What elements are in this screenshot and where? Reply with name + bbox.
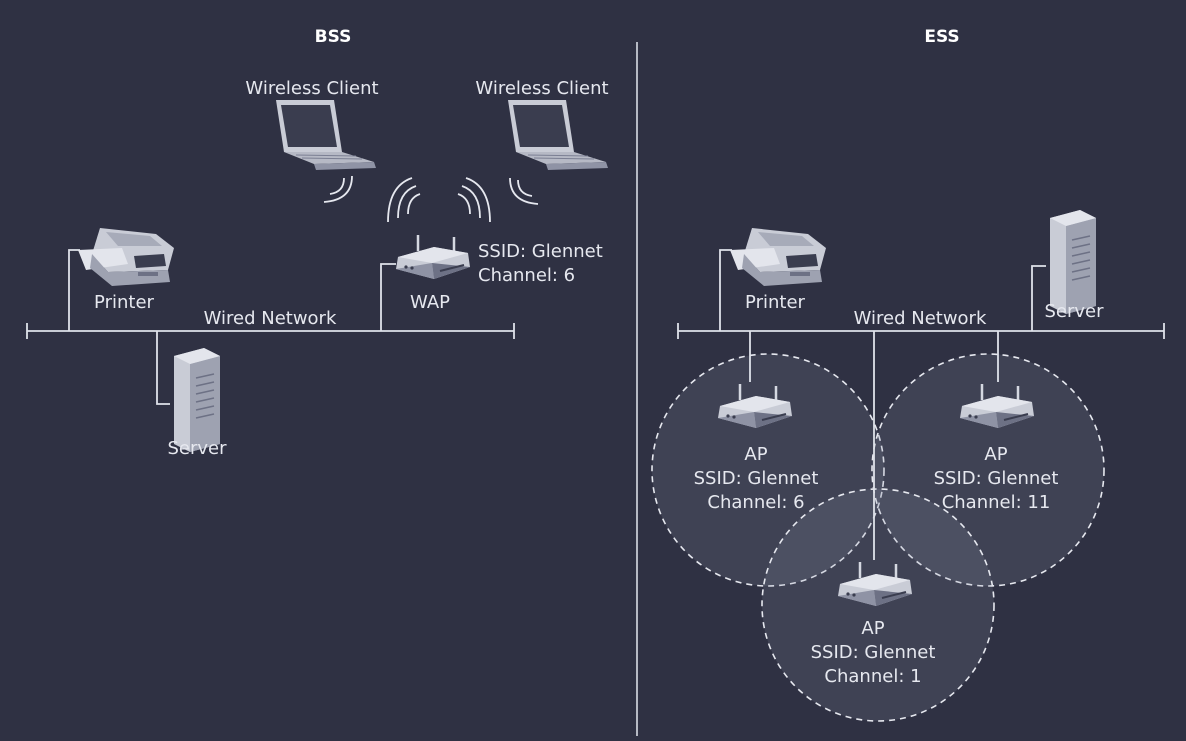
ess-printer-label: Printer <box>745 292 805 313</box>
ess-wired-network <box>677 249 1165 560</box>
ess-title: ESS <box>924 27 959 47</box>
bss-server-label: Server <box>167 438 227 459</box>
printer-icon <box>730 228 826 286</box>
bss-wap-channel: Channel: 6 <box>478 265 575 286</box>
bss-client-right-label: Wireless Client <box>475 78 608 99</box>
bss-printer-label: Printer <box>94 292 154 313</box>
access-point-icon <box>394 233 472 281</box>
bss-wired-network-label: Wired Network <box>204 308 337 329</box>
ess-ap-bottom-channel: Channel: 1 <box>824 666 921 687</box>
bss-wap-ssid: SSID: Glennet <box>478 241 603 262</box>
ess-ap-bottom-name: AP <box>861 618 884 639</box>
server-icon <box>173 347 221 453</box>
ess-ap-left-name: AP <box>744 444 767 465</box>
bss-title: BSS <box>315 27 352 47</box>
ess-ap-left-channel: Channel: 6 <box>707 492 804 513</box>
ess-ap-right-ssid: SSID: Glennet <box>934 468 1059 489</box>
ess-ap-right-channel: Channel: 11 <box>942 492 1051 513</box>
wireless-signal-icon <box>323 175 539 223</box>
bss-client-left-label: Wireless Client <box>245 78 378 99</box>
ess-ap-left-ssid: SSID: Glennet <box>694 468 819 489</box>
ess-server-label: Server <box>1044 301 1104 322</box>
server-icon <box>1049 209 1097 315</box>
bss-wap-label: WAP <box>410 292 450 313</box>
ess-ap-bottom-ssid: SSID: Glennet <box>811 642 936 663</box>
ess-wired-network-label: Wired Network <box>854 308 987 329</box>
laptop-icon <box>507 99 609 171</box>
laptop-icon <box>275 99 377 171</box>
ess-ap-right-name: AP <box>984 444 1007 465</box>
printer-icon <box>78 228 174 286</box>
bss-wired-network <box>26 249 515 405</box>
